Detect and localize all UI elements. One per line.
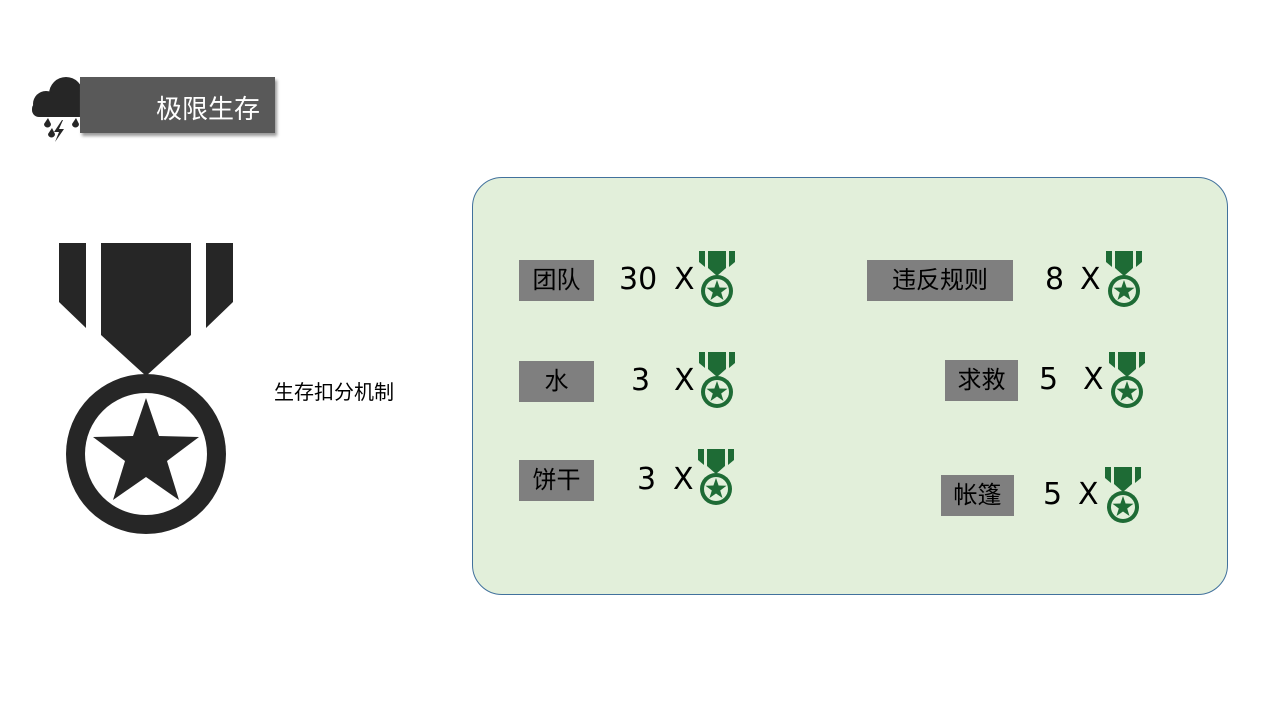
rule-value: 8 bbox=[1045, 262, 1065, 297]
medal-icon bbox=[59, 243, 233, 534]
rule-value: 5 bbox=[1039, 362, 1059, 397]
times-sign: X bbox=[1080, 262, 1101, 297]
rule-value: 30 bbox=[619, 262, 658, 297]
rules-panel bbox=[472, 177, 1228, 595]
medal-icon bbox=[1104, 466, 1142, 528]
medal-icon bbox=[1108, 351, 1146, 413]
rule-value: 3 bbox=[637, 462, 657, 497]
rule-label: 违反规则 bbox=[867, 260, 1013, 301]
medal-icon bbox=[698, 250, 736, 312]
times-sign: X bbox=[1078, 477, 1099, 512]
times-sign: X bbox=[1083, 362, 1104, 397]
medal-icon bbox=[1105, 250, 1143, 312]
rule-label: 饼干 bbox=[519, 460, 594, 501]
rule-label: 帐篷 bbox=[941, 475, 1014, 516]
rule-label: 水 bbox=[519, 361, 594, 402]
subtitle: 生存扣分机制 bbox=[274, 380, 394, 404]
times-sign: X bbox=[673, 462, 694, 497]
times-sign: X bbox=[674, 262, 695, 297]
rule-label: 求救 bbox=[945, 360, 1018, 401]
section-title: 极限生存 bbox=[156, 95, 261, 125]
medal-icon bbox=[697, 448, 735, 510]
times-sign: X bbox=[674, 363, 695, 398]
medal-icon bbox=[698, 351, 736, 413]
section-header: 极限生存 bbox=[80, 77, 275, 133]
rule-value: 3 bbox=[631, 363, 651, 398]
rule-value: 5 bbox=[1043, 477, 1063, 512]
rule-label: 团队 bbox=[519, 260, 594, 301]
